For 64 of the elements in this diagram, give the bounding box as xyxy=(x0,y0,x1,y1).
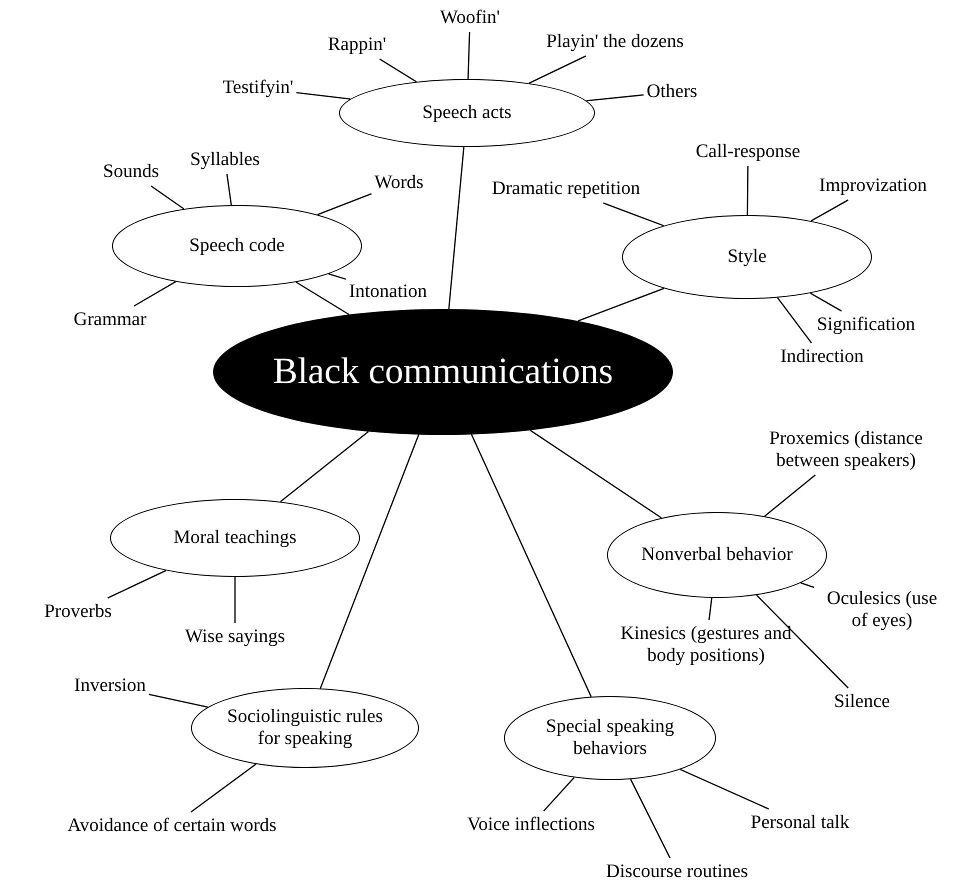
branch-label: Discourse routines xyxy=(606,861,748,883)
connector-line xyxy=(320,434,420,689)
connector-line xyxy=(756,594,849,688)
connector-line xyxy=(234,577,236,623)
connector-line xyxy=(296,92,350,100)
branch-label: Others xyxy=(646,81,698,103)
connector-line xyxy=(280,431,369,502)
connector-line xyxy=(708,598,712,620)
connector-line xyxy=(810,292,842,312)
branch-label: Indirection xyxy=(780,346,864,368)
connector-line xyxy=(467,32,470,80)
branch-label: Call-response xyxy=(696,141,800,163)
connector-line xyxy=(134,281,176,307)
branch-label: Wise sayings xyxy=(184,626,286,648)
connector-line xyxy=(296,282,350,316)
connector-line xyxy=(810,199,848,222)
branch-label: Grammar xyxy=(74,309,146,331)
topic-ellipse: Nonverbal behavior xyxy=(607,512,827,598)
branch-label: Playin' the dozens xyxy=(546,31,684,53)
central-ellipse: Black communications xyxy=(213,309,673,435)
branch-label: Signification xyxy=(816,314,916,336)
branch-label: Proverbs xyxy=(44,601,112,623)
connector-line xyxy=(190,764,256,813)
connector-line xyxy=(150,185,184,210)
connector-line xyxy=(379,58,417,82)
connector-line xyxy=(328,273,346,280)
connector-line xyxy=(107,570,166,599)
branch-label: Avoidance of certain words xyxy=(67,815,277,837)
topic-ellipse: Sociolinguistic rules for speaking xyxy=(191,688,419,768)
connector-line xyxy=(226,174,232,206)
branch-label: Rappin' xyxy=(328,34,386,56)
connector-line xyxy=(777,297,812,344)
branch-label: Improvization xyxy=(819,175,927,197)
branch-label: Kinesics (gestures and body positions) xyxy=(617,623,795,667)
topic-ellipse: Special speaking behaviors xyxy=(504,696,716,780)
connector-line xyxy=(148,694,208,708)
connector-line xyxy=(448,146,464,310)
branch-label: Syllables xyxy=(190,149,260,171)
topic-ellipse: Speech acts xyxy=(339,79,595,147)
branch-label: Silence xyxy=(834,691,890,713)
connector-line xyxy=(317,193,372,216)
branch-label: Sounds xyxy=(103,161,159,183)
connector-line xyxy=(630,778,671,858)
branch-label: Words xyxy=(374,172,424,194)
connector-line xyxy=(530,430,662,518)
connector-line xyxy=(746,166,749,215)
branch-label: Testifyin' xyxy=(222,77,294,99)
branch-label: Inversion xyxy=(74,675,146,697)
connector-line xyxy=(800,582,814,588)
branch-label: Voice inflections xyxy=(467,814,595,836)
connector-line xyxy=(543,777,575,812)
connector-line xyxy=(528,55,586,84)
connector-line xyxy=(764,474,816,517)
connector-line xyxy=(470,434,592,697)
connector-line xyxy=(680,768,769,810)
connector-line xyxy=(603,202,664,226)
branch-label: Dramatic repetition xyxy=(492,178,640,200)
topic-ellipse: Moral teachings xyxy=(110,499,360,577)
branch-label: Woofin' xyxy=(440,7,500,29)
connector-line xyxy=(578,288,664,322)
connector-line xyxy=(586,94,644,102)
branch-label: Proxemics (distance between speakers) xyxy=(751,428,941,472)
topic-ellipse: Style xyxy=(622,215,872,299)
branch-label: Personal talk xyxy=(750,812,850,834)
